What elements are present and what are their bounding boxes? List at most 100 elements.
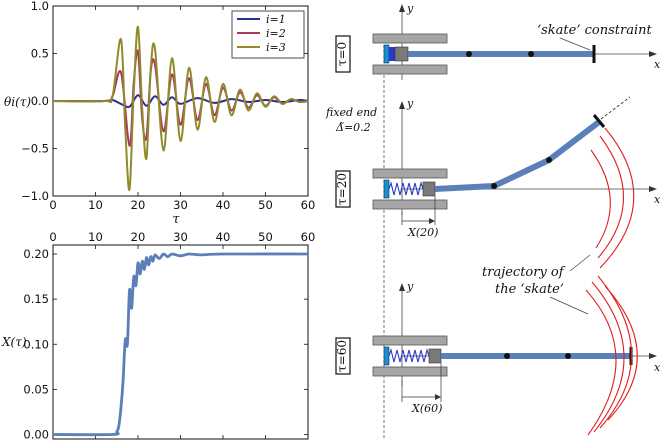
x-tick-label: 20: [131, 198, 146, 212]
top-plot-ticks: 0 10 20 30 40 50 60 −1.0 −0.5 0.0 0.5 1.0: [21, 0, 315, 212]
x-tick-label: 10: [88, 230, 103, 244]
config-tau-20: y x τ=20 X(20): [335, 96, 661, 269]
skate-end-20: [592, 114, 606, 128]
trajectory-arc-20-c: [599, 127, 635, 269]
x-tick-label: 10: [88, 198, 103, 212]
trajectory-arc-60-b: [591, 281, 625, 433]
top-plot-lines: [52, 25, 309, 191]
legend-label-2: i=2: [266, 27, 286, 40]
bottom-y-axis-label: X(τ): [1, 335, 27, 349]
legend-label-1: i=1: [266, 13, 286, 26]
trajectory-arc-60-a: [585, 289, 617, 436]
y-tick-label: 0.20: [23, 247, 49, 261]
x-tick-label: 40: [216, 230, 231, 244]
trajectory-pointer-b: [549, 296, 589, 315]
skate-constraint-pointer: [559, 37, 591, 51]
x-tick-label: 30: [173, 198, 188, 212]
x-axis-label-60: x: [654, 361, 661, 374]
joint-20-b: [546, 157, 552, 163]
x20-label: X(20): [407, 226, 438, 239]
y-axis-label-20: y: [406, 97, 414, 110]
x-axis-label-0: x: [654, 58, 661, 71]
x-axis-arrow-0: [649, 51, 657, 57]
y-axis-label-0: y: [406, 2, 414, 15]
top-x-axis-label: τ: [172, 212, 180, 227]
y-axis-arrow-0: [399, 4, 405, 12]
joint-60-a: [504, 353, 510, 359]
compressed-spring-0: [389, 47, 395, 61]
legend-label-3: i=3: [266, 41, 286, 54]
tau-label-0: τ=0: [335, 42, 349, 66]
tau-label-box-60: [335, 337, 351, 375]
config-tau-0: y x ‘skate’ constraint τ=0: [335, 2, 661, 80]
x-tick-label: 20: [131, 230, 146, 244]
y-tick-label: 0.15: [23, 292, 49, 306]
y-tick-label: 0.00: [23, 427, 49, 441]
skate-constraint-label: ‘skate’ constraint: [537, 23, 652, 38]
slider-block-60: [428, 348, 442, 364]
x-tick-label: 60: [301, 198, 316, 212]
slider-block-0: [394, 46, 409, 62]
trajectory-arc-60-c: [597, 275, 633, 429]
series-line-3: [52, 25, 309, 191]
trajectory-label-line-1: trajectory of: [482, 265, 566, 280]
x60-label: X(60): [411, 402, 442, 415]
joint-20-a: [491, 183, 497, 189]
mechanism-diagram: y x ‘skate’ constraint τ=0 fixed end Δ̃=…: [325, 2, 661, 440]
y-tick-label: 1.0: [31, 0, 49, 13]
series-line-1: [52, 252, 309, 437]
guide-rail-top-0: [372, 33, 448, 44]
x-tick-label: 40: [216, 198, 231, 212]
x-tick-label: 60: [301, 230, 316, 244]
skate-direction-20: [600, 96, 631, 120]
config-tau-60: y x τ=60 X(60): [335, 275, 661, 436]
theta-plot: 0 10 20 30 40 50 60 −1.0 −0.5 0.0 0.5 1.0 i=1 i=2 i…: [4, 0, 315, 227]
trajectory-pointer-a: [569, 254, 591, 272]
tau-label-60: τ=60: [335, 340, 349, 372]
tau-label-box-0: [335, 35, 351, 73]
y-axis-arrow-60: [399, 283, 405, 291]
delta-label: Δ̃=0.2: [335, 121, 371, 134]
x60-arrowhead: [435, 394, 441, 400]
x-axis-arrow-20: [649, 186, 657, 192]
spring-20: [388, 181, 424, 196]
top-y-axis-label: θi(τ): [4, 95, 31, 109]
bottom-plot-lines: [52, 252, 309, 437]
x-axis-arrow-60: [649, 353, 657, 359]
x-tick-label: 0: [49, 230, 56, 244]
y-axis-arrow-20: [399, 101, 405, 109]
series-line-1: [52, 94, 309, 109]
fixed-end-block-20: [383, 179, 390, 199]
trajectory-arc-20-b: [597, 135, 624, 259]
fixed-end-block-0: [383, 44, 390, 64]
guide-rail-top-20: [372, 168, 448, 179]
x-tick-label: 50: [258, 230, 273, 244]
guide-rail-bottom-60: [372, 366, 448, 377]
y-tick-label: −1.0: [21, 189, 49, 203]
trajectory-label-line-2: the ‘skate’: [495, 282, 564, 297]
legend: i=1 i=2 i=3: [231, 10, 305, 59]
bottom-plot-frame: [52, 244, 309, 440]
trajectory-arc-20-a: [590, 149, 611, 249]
tau-label-box-20: [335, 170, 351, 208]
fixed-end-label: fixed end: [325, 106, 377, 119]
rod-20: [434, 119, 601, 192]
guide-rail-bottom-20: [372, 199, 448, 210]
y-tick-label: −0.5: [21, 142, 49, 156]
x-tick-label: 0: [49, 198, 56, 212]
x-axis-label-20: x: [654, 193, 661, 206]
tau-label-20: τ=20: [335, 173, 349, 205]
slider-block-20: [422, 181, 436, 197]
y-tick-label: 0.0: [31, 94, 49, 108]
x-tick-label: 30: [173, 230, 188, 244]
y-tick-label: 0.5: [31, 47, 49, 61]
x-tick-label: 50: [258, 198, 273, 212]
x20-arrowhead: [429, 218, 435, 224]
joint-60-b: [565, 353, 571, 359]
guide-rail-bottom-0: [372, 64, 448, 75]
y-axis-label-60: y: [406, 280, 414, 293]
y-tick-label: 0.10: [23, 337, 49, 351]
spring-60: [388, 348, 430, 363]
